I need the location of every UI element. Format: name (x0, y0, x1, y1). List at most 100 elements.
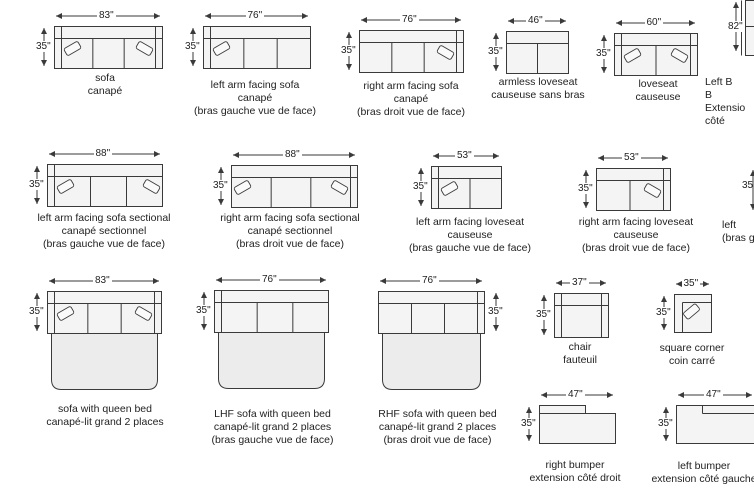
square-corner-depth-label: 35" (654, 307, 673, 318)
armless-loveseat-drawing (506, 31, 569, 74)
loveseat-drawing (614, 33, 698, 76)
caption-line: left arm facing sofa sectional (37, 212, 171, 224)
chair-width-label: 37" (570, 277, 589, 288)
armless-loveseat-depth-label: 35" (486, 46, 505, 57)
left-bumper-depth-label: 35" (656, 418, 675, 429)
right-bumper-drawing (539, 405, 616, 444)
caption-line: B (705, 89, 713, 101)
laf-loveseat-depth-label: 35" (411, 181, 430, 192)
queen-bed-mattress (218, 328, 325, 389)
caption-line: (bras g (722, 232, 754, 244)
raf-sofa-sectional-width-label: 88" (283, 149, 302, 160)
caption-line: causeuse (613, 229, 659, 241)
caption-line: causeuse (447, 229, 493, 241)
raf-sofa-sectional-drawing (231, 165, 358, 208)
caption-line: armless loveseat (498, 76, 578, 88)
pillow (63, 41, 82, 56)
laf-sofa-sectional-width-label: 88" (93, 148, 113, 159)
row2-partial-arrow-v (750, 170, 754, 210)
caption-line: chair (568, 341, 592, 353)
caption-line: (bras droit vue de face) (582, 242, 690, 254)
pillow (212, 41, 231, 56)
frame-outline (214, 290, 329, 333)
queen-bed-mattress (51, 329, 158, 390)
caption-line: (bras gauche vue de face) (409, 242, 531, 254)
caption-line: loveseat (638, 78, 678, 90)
left-bumper-drawing (676, 405, 754, 444)
caption-line: Extensio (705, 102, 746, 114)
caption-line: causeuse (635, 91, 681, 103)
laf-sofa-width-label: 76" (245, 10, 265, 21)
caption-line: canapé-lit grand 2 places (378, 421, 497, 433)
caption-line: sofa (95, 72, 115, 84)
caption-line: left bumper (677, 460, 731, 472)
caption-line: canapé sectionnel (61, 225, 147, 237)
right-bumper-depth-label: 35" (519, 418, 538, 429)
lhf-sofa-queen-bed-depth-label: 35" (194, 305, 213, 316)
caption-line: left arm facing loveseat (416, 216, 524, 228)
pillow (683, 303, 700, 320)
caption-line: Left B (705, 76, 733, 88)
bumper-outline (676, 405, 754, 444)
frame-outline (431, 166, 502, 209)
pillow (670, 48, 689, 63)
pillow (56, 179, 75, 194)
laf-loveseat-width-label: 53" (455, 150, 474, 161)
chair-depth-label: 35" (534, 309, 553, 320)
caption-line: LHF sofa with queen bed (214, 408, 331, 420)
caption-line: (bras gauche vue de face) (211, 434, 334, 446)
caption-line: extension côté droit (529, 472, 621, 484)
row2-partial-caption: left(bras g (722, 219, 754, 245)
caption-line: extension côté gauche (651, 473, 754, 485)
raf-sofa-depth-label: 35" (339, 45, 358, 56)
pillow (440, 181, 459, 196)
caption-line: right arm facing loveseat (578, 216, 694, 228)
caption-line: sofa with queen bed (58, 403, 152, 415)
lhf-sofa-queen-bed-drawing (214, 290, 329, 389)
armless-loveseat-width-label: 46" (526, 15, 545, 26)
pillow (436, 45, 455, 60)
caption-line: left arm facing sofa (210, 79, 300, 91)
raf-loveseat-drawing (596, 168, 671, 211)
sofa-width-label: 83" (97, 10, 116, 21)
raf-loveseat-depth-label: 35" (576, 183, 595, 194)
rhf-sofa-queen-bed-drawing (378, 291, 485, 390)
caption-line: canapé (87, 85, 123, 97)
laf-sofa-drawing (203, 26, 311, 69)
square-corner-width-label: 35" (681, 278, 701, 289)
sofa-depth-label: 35" (34, 41, 53, 52)
caption-line: canapé (237, 92, 273, 104)
pillow (142, 179, 161, 194)
left-bumper-arrow-v (663, 407, 669, 441)
caption-line: canapé (393, 93, 429, 105)
caption-line: RHF sofa with queen bed (378, 408, 497, 420)
pillow (135, 41, 154, 56)
caption-line: fauteuil (563, 354, 597, 366)
laf-loveseat-drawing (431, 166, 502, 209)
caption-line: canapé-lit grand 2 places (46, 416, 164, 428)
caption-line: (bras gauche vue de face) (43, 238, 165, 250)
raf-sofa-drawing (359, 30, 464, 73)
frame-outline (378, 291, 485, 334)
caption-line: coin carré (668, 355, 716, 367)
pillow (134, 306, 153, 321)
lhf-sofa-queen-bed-width-label: 76" (260, 274, 279, 285)
pillow (233, 180, 252, 195)
sofa-queen-bed-depth-label: 35" (27, 306, 46, 317)
right-bumper-width-label: 47" (566, 389, 585, 400)
caption-line: (bras droit vue de face) (383, 434, 492, 446)
